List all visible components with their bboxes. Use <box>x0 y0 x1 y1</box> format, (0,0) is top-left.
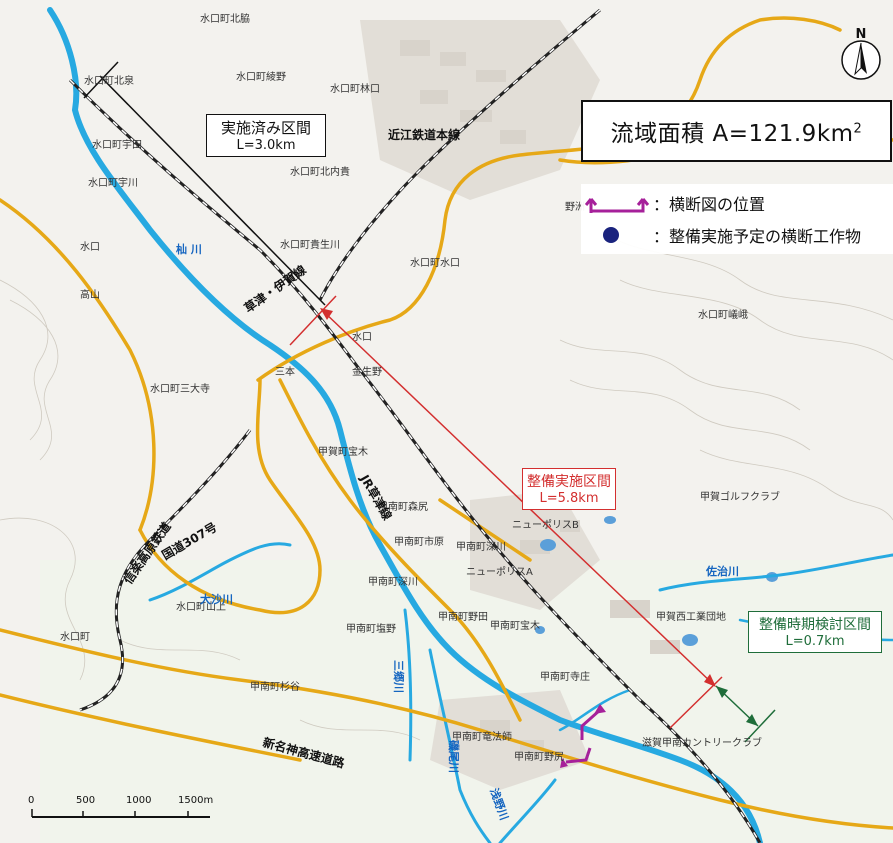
catchment-area-text: 流域面積 A=121.9km2 <box>611 114 863 148</box>
svg-text:野洲: 野洲 <box>565 201 585 213</box>
completed-section-title: 実施済み区間 <box>220 119 311 137</box>
svg-text:水口町: 水口町 <box>60 631 90 643</box>
svg-text:三郷川: 三郷川 <box>392 660 406 693</box>
svg-text:近江鉄道本線: 近江鉄道本線 <box>388 127 460 142</box>
svg-text:甲南町深川: 甲南町深川 <box>368 575 418 588</box>
planned-start-marker <box>289 295 337 346</box>
scale-bar-graphic <box>31 809 210 818</box>
svg-text:水口町北脇: 水口町北脇 <box>200 13 250 25</box>
catchment-area-unit-sup: 2 <box>853 121 863 137</box>
review-section-label: 整備時期検討区間 L=0.7km <box>748 611 882 653</box>
shin-meishin-expressway <box>0 628 893 830</box>
svg-text:甲南町竜法師: 甲南町竜法師 <box>452 730 512 743</box>
svg-text:甲南町森尻: 甲南町森尻 <box>378 500 428 513</box>
review-end-marker <box>744 709 776 743</box>
svg-text:甲南町深川: 甲南町深川 <box>456 540 506 553</box>
svg-text:甲賀ゴルフクラブ: 甲賀ゴルフクラブ <box>700 490 780 503</box>
svg-text:甲賀西工業団地: 甲賀西工業団地 <box>656 610 726 623</box>
svg-text:甲南町野尻: 甲南町野尻 <box>514 750 564 763</box>
section-lines <box>83 61 776 743</box>
planned-section-title: 整備実施区間 <box>527 474 611 490</box>
svg-text:水口町綾野: 水口町綾野 <box>236 70 286 83</box>
svg-text:甲南町杉谷: 甲南町杉谷 <box>250 680 300 693</box>
svg-text:水口町水口: 水口町水口 <box>410 257 460 269</box>
cross-section-marker-1 <box>580 708 601 740</box>
cross-section-marker-2 <box>565 747 592 764</box>
legend-structure: ：整備実施予定の横断工作物 <box>581 220 893 250</box>
svg-text:佐治川: 佐治川 <box>705 564 739 578</box>
north-arrow-icon: N <box>841 27 881 80</box>
svg-text:水口町林口: 水口町林口 <box>330 82 380 95</box>
tributary-pond <box>558 688 632 732</box>
planned-section-length: L=5.8km <box>539 491 599 506</box>
railways <box>68 8 762 843</box>
structure-dot-legend-icon <box>603 227 619 243</box>
soma-river <box>47 7 763 843</box>
isoo-river <box>428 648 492 843</box>
sango-river <box>403 608 413 762</box>
place-labels: 水口町北脇 水口町綾野 水口町林口 水口町北泉 水口町宇田 水口町北内貴 水口町… <box>60 13 820 763</box>
svg-text:水口: 水口 <box>352 331 372 343</box>
svg-text:水口町貴生川: 水口町貴生川 <box>280 238 340 251</box>
catchment-area-box: 流域面積 A=121.9km2 <box>581 100 892 162</box>
planned-section-label: 整備実施区間 L=5.8km <box>522 468 616 510</box>
planned-arrow-start <box>320 308 333 320</box>
svg-text:甲賀町宝木: 甲賀町宝木 <box>318 445 368 458</box>
svg-text:水口町北泉: 水口町北泉 <box>84 74 134 87</box>
cross-section-legend-icon <box>585 198 650 213</box>
svg-text:金生野: 金生野 <box>352 365 382 378</box>
review-section-length: L=0.7km <box>785 634 845 649</box>
svg-text:滋賀甲南カントリークラブ: 滋賀甲南カントリークラブ <box>642 736 762 749</box>
svg-text:水口町三大寺: 水口町三大寺 <box>150 382 210 395</box>
scale-bar: 0 500 1000 1500m <box>14 795 224 835</box>
cross-section-legend-label: ：横断図の位置 <box>653 195 766 214</box>
svg-text:水口町山上: 水口町山上 <box>176 601 226 613</box>
saji-river <box>658 553 893 592</box>
cross-section-markers <box>560 704 606 768</box>
scale-tick-500: 500 <box>76 795 96 806</box>
planned-section-line <box>321 309 715 686</box>
svg-text:甲南町塩野: 甲南町塩野 <box>346 622 396 635</box>
legend-cross-section: ：横断図の位置 <box>581 188 893 218</box>
review-arrow-start <box>716 686 728 698</box>
completed-section-length: L=3.0km <box>236 138 296 153</box>
svg-text:甲南町寺庄: 甲南町寺庄 <box>540 670 590 683</box>
svg-text:三本: 三本 <box>275 365 295 378</box>
svg-text:甲南町市原: 甲南町市原 <box>394 535 444 548</box>
svg-text:甲南町野田: 甲南町野田 <box>438 610 488 623</box>
svg-text:甲南町宝木: 甲南町宝木 <box>490 619 540 632</box>
svg-text:水口町北内貴: 水口町北内貴 <box>290 165 350 178</box>
svg-text:水口町宇田: 水口町宇田 <box>92 138 142 151</box>
svg-text:ニューポリスB: ニューポリスB <box>512 519 579 531</box>
scale-tick-1000: 1000 <box>126 795 152 806</box>
completed-start-marker <box>83 61 119 99</box>
compass-letter: N <box>856 27 867 42</box>
scale-tick-1500: 1500m <box>178 795 214 806</box>
structure-legend-label: ：整備実施予定の横断工作物 <box>653 227 862 246</box>
svg-text:高山: 高山 <box>80 288 100 301</box>
osa-river <box>148 542 292 602</box>
completed-section-line <box>99 75 326 306</box>
review-section-title: 整備時期検討区間 <box>759 617 871 633</box>
map-legend: ：横断図の位置 ：整備実施予定の横断工作物 <box>581 184 893 254</box>
svg-text:水口町宇川: 水口町宇川 <box>88 176 138 189</box>
svg-text:大沙川: 大沙川 <box>200 592 233 606</box>
scale-tick-0: 0 <box>28 795 35 806</box>
review-arrow-end <box>746 714 758 726</box>
svg-text:杣 川: 杣 川 <box>176 242 202 256</box>
svg-text:水口町嶬峨: 水口町嶬峨 <box>698 308 748 321</box>
svg-text:水口: 水口 <box>80 241 100 253</box>
svg-text:ニューポリスA: ニューポリスA <box>466 566 533 578</box>
svg-text:磯尾川: 磯尾川 <box>447 740 461 773</box>
catchment-area-value: 流域面積 A=121.9km <box>610 121 854 147</box>
completed-section-label: 実施済み区間 L=3.0km <box>206 114 326 157</box>
asano-river <box>498 778 557 843</box>
planned-arrow-end <box>704 674 716 687</box>
